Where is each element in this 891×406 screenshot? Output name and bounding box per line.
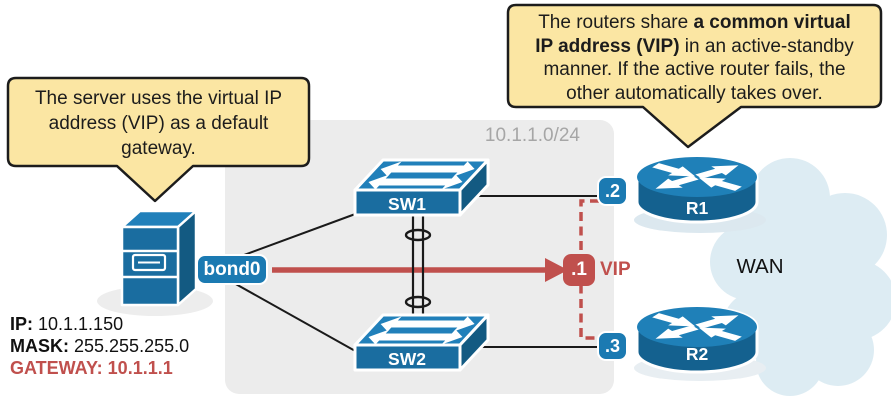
link-server-sw1 <box>224 212 359 263</box>
vip-arrow-icon <box>272 258 568 282</box>
sw1-label: SW1 <box>388 194 426 214</box>
router-arrows-icon <box>652 313 742 341</box>
sw2-label: SW2 <box>388 349 426 369</box>
callout-line: manner. If the active router fails, the <box>543 59 846 80</box>
callout-line: IP address (VIP) in an active-standby <box>535 35 854 57</box>
routers-callout-text: The routers share a common virtual IP ad… <box>512 11 877 105</box>
r1-label: R1 <box>685 198 709 218</box>
cisco-router-icon-r2 <box>635 305 759 374</box>
link-server-sw2 <box>224 277 358 353</box>
r2-label: R2 <box>685 344 709 364</box>
routers-callout-bubble <box>506 3 883 149</box>
vip-dashed-line <box>579 199 599 340</box>
callout-line: other automatically takes over. <box>566 82 823 104</box>
connection-lines <box>224 195 599 353</box>
mask-line: MASK:255.255.255.0 <box>10 336 190 356</box>
server-disk-icon <box>131 253 167 272</box>
callout-line: The server uses the virtual IP <box>34 88 283 109</box>
server-tower-icon <box>120 209 198 307</box>
gateway-line: GATEWAY:10.1.1.1 <box>10 358 173 378</box>
bonded-links-icon <box>404 212 432 322</box>
bond0-badge: bond0 <box>196 254 268 285</box>
r2-ip-badge: .3 <box>597 331 628 361</box>
switch-arrows-icon <box>368 161 475 190</box>
server-ip-config: IP:10.1.1.150 MASK:255.255.255.0 GATEWAY… <box>10 313 189 379</box>
vip-label: VIP <box>600 259 631 280</box>
r1-ip-badge: .2 <box>597 176 628 206</box>
callout-line: The routers share a common virtual <box>538 12 851 33</box>
cisco-switch-icon-sw2 <box>353 313 490 372</box>
switch-arrows-icon <box>368 316 475 345</box>
subnet-box <box>225 120 614 394</box>
callout-line: gateway. <box>121 138 196 159</box>
vip-ip-badge: .1 <box>563 254 595 286</box>
cisco-router-icon-r1 <box>635 155 759 224</box>
cisco-switch-icon-sw1 <box>353 158 490 217</box>
ip-line: IP:10.1.1.150 <box>10 314 124 334</box>
subnet-cidr-label: 10.1.1.0/24 <box>484 125 580 146</box>
router-arrows-icon <box>652 163 742 191</box>
wan-label: WAN <box>736 255 784 278</box>
server-callout-bubble <box>6 76 311 203</box>
server-callout-text: The server uses the virtual IP address (… <box>12 86 305 161</box>
callout-line: address (VIP) as a default <box>48 113 269 134</box>
